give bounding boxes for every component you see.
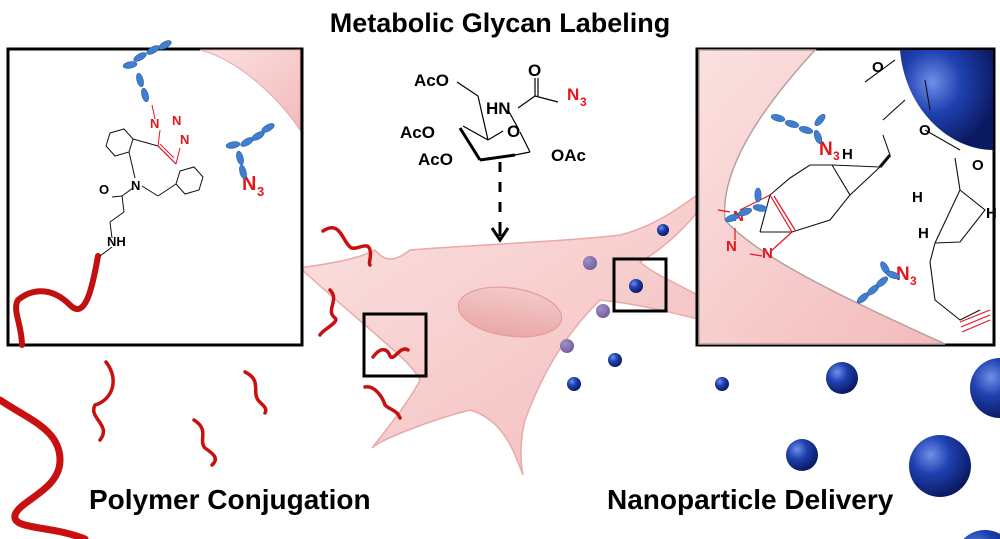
polymer-strand (321, 226, 373, 267)
sugar-aco-1: AcO (414, 71, 449, 90)
svg-text:H: H (842, 146, 853, 163)
sugar-azide: N (567, 85, 579, 104)
polymer-conjugation-label: Polymer Conjugation (89, 484, 371, 515)
sugar-hn: HN (486, 99, 511, 118)
polymer-strand (318, 288, 338, 337)
svg-text:H: H (912, 189, 923, 206)
internal-nanoparticle (583, 256, 597, 270)
svg-text:O: O (972, 157, 984, 174)
dashed-arrow-icon (490, 162, 510, 243)
svg-text:N: N (726, 238, 737, 255)
nanoparticle (715, 377, 729, 391)
svg-text:NH: NH (107, 234, 126, 249)
sugar-aco-3: AcO (418, 150, 453, 169)
nucleus (457, 286, 563, 338)
sugar-carbonyl-o: O (528, 61, 541, 80)
nanoparticle (963, 530, 1000, 539)
svg-text:O: O (919, 122, 931, 139)
figure-title: Metabolic Glycan Labeling (329, 8, 671, 38)
svg-text:H: H (918, 225, 929, 242)
left-panel-polymer (13, 253, 101, 348)
svg-text:N: N (180, 132, 189, 147)
svg-text:O: O (99, 182, 109, 197)
right-panel-cell-edge (698, 49, 946, 345)
polymer-strands (91, 226, 410, 467)
left-panel-cell-edge (199, 49, 301, 132)
nanoparticle (629, 279, 643, 293)
svg-text:O: O (872, 59, 884, 76)
right-triazole (717, 194, 991, 333)
svg-text:H: H (986, 205, 997, 222)
sugar-structure (456, 78, 559, 162)
polymer-strand (192, 418, 218, 467)
nanoparticle (567, 377, 581, 391)
nanoparticle (970, 358, 1000, 418)
bcn-structure (759, 59, 986, 321)
nanoparticles (567, 224, 1000, 539)
nanoparticle (826, 362, 858, 394)
sugar-aco-2: AcO (400, 123, 435, 142)
nanoparticle (786, 439, 818, 471)
polymer-strand-large (0, 396, 89, 539)
sugar-labels: AcO AcO AcO OAc HN O O N 3 (400, 61, 587, 169)
polymer-strand (371, 347, 410, 360)
svg-text:3: 3 (833, 149, 840, 163)
svg-text:N: N (172, 113, 181, 128)
nanoparticle-delivery-label: Nanoparticle Delivery (607, 484, 894, 515)
nanoparticle (909, 435, 971, 497)
nanoparticle (657, 224, 669, 236)
sugar-oac: OAc (551, 146, 586, 165)
polymer-strand (363, 385, 402, 420)
sugar-azide-sub: 3 (580, 95, 587, 109)
svg-text:3: 3 (257, 184, 264, 199)
polymer-strand (243, 370, 268, 415)
svg-text:3: 3 (910, 274, 917, 288)
left-triazole (151, 104, 181, 165)
polymer-strand (91, 360, 115, 442)
nanoparticle (608, 353, 622, 367)
svg-text:N: N (150, 116, 159, 131)
right-highlight-box (612, 257, 668, 313)
internal-nanoparticle (560, 339, 574, 353)
internal-nanoparticle (596, 304, 610, 318)
svg-text:N: N (131, 178, 140, 193)
right-azide-2: N (896, 264, 910, 285)
left-highlight-box (362, 312, 428, 378)
sugar-ring-o: O (507, 122, 520, 141)
right-azide-1: N (819, 139, 833, 160)
svg-text:N: N (762, 245, 773, 262)
right-panel-nanoparticle (900, 50, 993, 150)
